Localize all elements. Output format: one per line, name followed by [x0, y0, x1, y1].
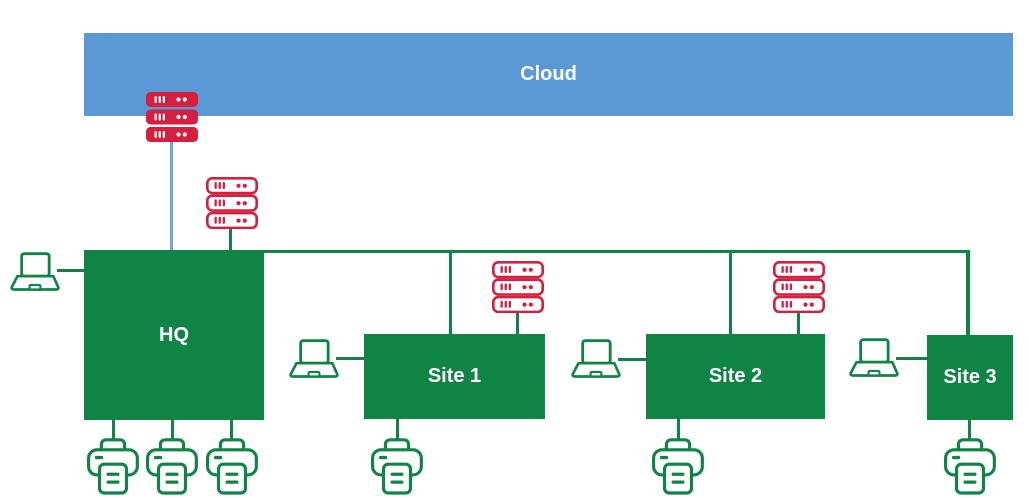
hq-printer2-link [171, 419, 174, 441]
site2-backbone-drop [729, 250, 732, 334]
site2-printer-link [677, 418, 680, 441]
hq-server-link [229, 228, 232, 250]
site3-printer-link [968, 419, 971, 441]
site1-laptop-icon [289, 338, 339, 380]
site1-backbone-drop [449, 250, 452, 334]
site2-laptop-icon [571, 338, 621, 380]
site3-node: Site 3 [927, 335, 1013, 420]
site3-backbone-drop [966, 250, 970, 335]
site2-rack-server-icon [773, 261, 825, 313]
site1-printer-icon [371, 438, 423, 496]
site1-rack-server-icon [492, 261, 544, 313]
site2-laptop-link [618, 358, 646, 361]
cloud-label: Cloud [520, 63, 577, 85]
cloud-rack-server-icon [146, 92, 198, 142]
site1-label: Site 1 [427, 365, 482, 387]
hq-laptop-icon [10, 251, 60, 293]
site2-node: Site 2 [646, 334, 825, 419]
site1-node: Site 1 [364, 334, 545, 419]
site1-laptop-link [336, 357, 364, 360]
site3-laptop-icon [849, 337, 899, 379]
hq-label: HQ [159, 323, 189, 346]
site3-laptop-link [896, 357, 927, 360]
site1-printer-link [396, 418, 399, 441]
cloud-hq-link [170, 141, 173, 250]
backbone-link [264, 250, 970, 253]
hq-printer3-icon [206, 438, 258, 496]
hq-laptop-link [57, 269, 84, 272]
site2-label: Site 2 [708, 365, 763, 387]
hq-printer1-link [112, 419, 115, 441]
cloud-zone: Cloud [84, 33, 1013, 116]
hq-printer3-link [230, 419, 233, 441]
hq-node: HQ [84, 250, 264, 420]
site2-printer-icon [652, 438, 704, 496]
hq-printer1-icon [87, 438, 139, 496]
hq-rack-server-icon [206, 177, 258, 229]
site1-server-link [516, 312, 519, 334]
site3-label: Site 3 [943, 366, 997, 388]
site3-printer-icon [944, 438, 996, 496]
site2-server-link [797, 312, 800, 334]
hq-printer2-icon [146, 438, 198, 496]
